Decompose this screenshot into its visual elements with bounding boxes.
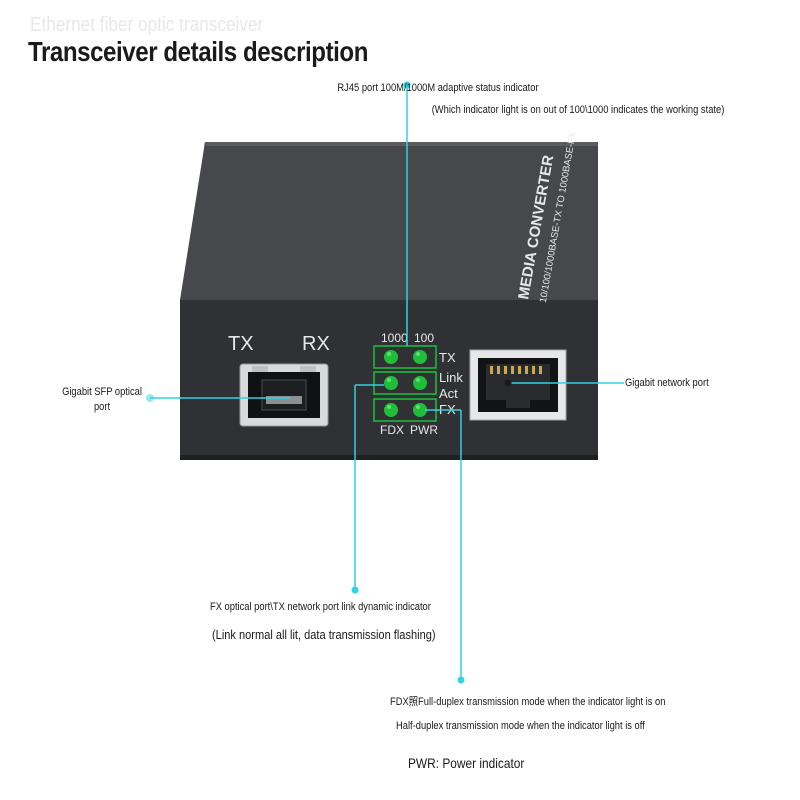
callout-dots xyxy=(146,81,512,684)
faint-header-text: Ethernet fiber optic transceiver xyxy=(30,14,264,36)
callout-pwr: PWR: Power indicator xyxy=(408,755,525,771)
led-label-tx: TX xyxy=(439,350,456,365)
led-box-row2 xyxy=(373,371,437,395)
led-label-act: Act xyxy=(439,386,458,401)
callout-fdx-line1: FDX照Full-duplex transmission mode when t… xyxy=(390,696,666,708)
rj45-port xyxy=(469,349,567,421)
device-front-bottom xyxy=(180,455,598,460)
led-tx-link xyxy=(413,376,427,390)
led-label-100: 100 xyxy=(414,331,434,345)
led-fdx xyxy=(384,403,398,417)
led-label-fdx: FDX xyxy=(380,423,404,437)
callout-rj45-line1: RJ45 port 100M/1000M adaptive status ind… xyxy=(337,82,539,94)
port-rx-label: RX xyxy=(302,333,330,355)
led-label-link: Link xyxy=(439,370,463,385)
sfp-port xyxy=(239,363,329,427)
led-panel xyxy=(373,345,437,422)
page-title: Transceiver details description xyxy=(28,36,368,67)
callout-fx-line1: FX optical port\TX network port link dyn… xyxy=(210,601,431,613)
led-1000 xyxy=(384,350,398,364)
callout-fx-line2: (Link normal all lit, data transmission … xyxy=(212,627,436,642)
callout-lines xyxy=(150,85,624,680)
led-pwr xyxy=(413,403,427,417)
led-fx-link xyxy=(384,376,398,390)
callout-sfp-line1: Gigabit SFP optical xyxy=(62,386,142,398)
callout-rj45-line2: (Which indicator light is on out of 100\… xyxy=(431,104,725,116)
led-label-1000: 1000 xyxy=(381,331,408,345)
media-converter-device: MEDIA CONVERTER 10/100/1000BASE-TX TO 10… xyxy=(180,130,598,460)
led-box-row1 xyxy=(373,345,437,369)
led-100 xyxy=(413,350,427,364)
device-top-edge xyxy=(204,142,598,146)
led-label-pwr: PWR xyxy=(410,423,438,437)
callout-sfp: Gigabit SFP optical port xyxy=(43,385,162,415)
device-top-face xyxy=(180,142,598,300)
callout-fdx-line2: Half-duplex transmission mode when the i… xyxy=(396,720,645,732)
port-tx-label: TX xyxy=(228,333,254,355)
callout-gigabit-port: Gigabit network port xyxy=(625,377,709,389)
callout-sfp-line2: port xyxy=(93,401,111,413)
